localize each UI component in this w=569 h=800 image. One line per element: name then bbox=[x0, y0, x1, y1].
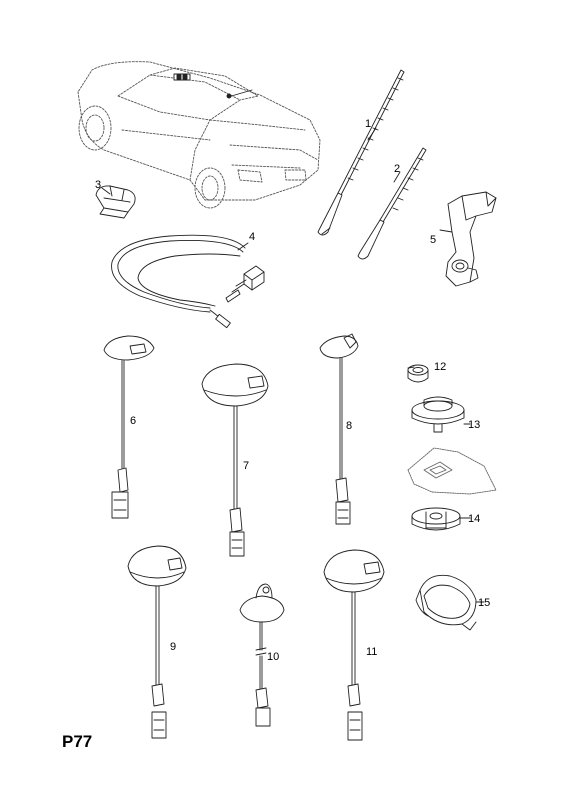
callout-8: 8 bbox=[346, 420, 352, 432]
part-15-foam-tape-roll bbox=[415, 574, 477, 631]
roof-antenna-location-marker bbox=[173, 73, 191, 81]
gasket-sheet-illustration bbox=[407, 447, 497, 495]
callout-leader-1 bbox=[367, 127, 377, 141]
callout-leader-4 bbox=[237, 242, 249, 251]
callout-12: 12 bbox=[434, 361, 446, 373]
callout-2: 2 bbox=[394, 163, 400, 175]
callout-1: 1 bbox=[365, 118, 371, 130]
callout-13: 13 bbox=[468, 419, 480, 431]
callout-14: 14 bbox=[468, 513, 480, 525]
callout-6: 6 bbox=[130, 415, 136, 427]
part-9-roof-antenna bbox=[127, 545, 187, 739]
part-4-coaxial-cable bbox=[111, 234, 265, 329]
part-13-mounting-nut bbox=[411, 396, 465, 433]
callout-leader-2 bbox=[393, 171, 401, 183]
callout-5: 5 bbox=[430, 234, 436, 246]
callout-leader-12 bbox=[407, 366, 415, 369]
callout-leader-3 bbox=[101, 187, 111, 195]
part-2-short-mast-antenna bbox=[357, 147, 427, 260]
callout-3: 3 bbox=[95, 179, 101, 191]
rear-antenna-location-marker bbox=[226, 89, 253, 99]
part-8-roof-antenna bbox=[319, 333, 359, 525]
callout-15: 15 bbox=[478, 597, 490, 609]
part-1-long-mast-antenna bbox=[317, 69, 405, 236]
part-10-antenna-mount bbox=[239, 583, 285, 727]
part-7-roof-antenna bbox=[201, 363, 269, 557]
part-5-bracket bbox=[445, 191, 497, 287]
callout-leader-5 bbox=[439, 229, 453, 233]
part-6-roof-antenna bbox=[103, 335, 155, 519]
part-14-nut bbox=[411, 507, 461, 531]
vehicle-outline-illustration bbox=[77, 61, 321, 209]
callout-10: 10 bbox=[267, 651, 279, 663]
part-3-clip bbox=[95, 185, 136, 219]
page-code: P77 bbox=[62, 732, 93, 751]
callout-7: 7 bbox=[243, 460, 249, 472]
callout-9: 9 bbox=[170, 641, 176, 653]
part-11-roof-antenna bbox=[323, 549, 385, 741]
callout-11: 11 bbox=[366, 646, 377, 658]
callout-4: 4 bbox=[249, 231, 255, 243]
